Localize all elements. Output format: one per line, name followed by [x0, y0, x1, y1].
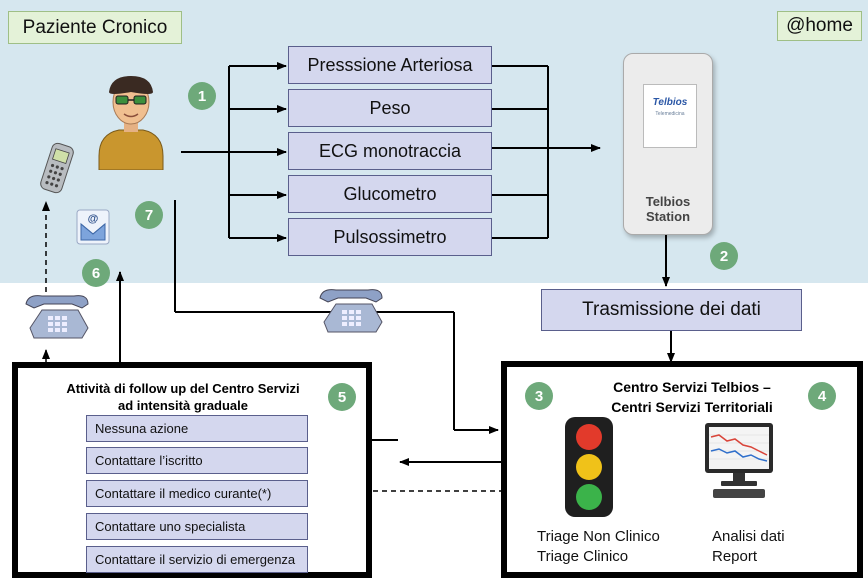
mobile-phone-icon [40, 142, 74, 194]
device-pulse-oximeter: Pulsossimetro [288, 218, 492, 256]
followup-item-contact-emergency: Contattare il servizio di emergenza [86, 546, 308, 573]
followup-item-contact-member: Contattare l’iscritto [86, 447, 308, 474]
device-weight: Peso [288, 89, 492, 127]
triage-line1: Triage Non Clinico [537, 528, 660, 545]
step-badge-3: 3 [525, 382, 553, 410]
patient-label: Paziente Cronico [8, 11, 182, 44]
followup-item-contact-specialist: Contattare uno specialista [86, 513, 308, 540]
center-title-line2: Centri Servizi Territoriali [611, 399, 773, 415]
followup-title-line2: ad intensità graduale [117, 398, 249, 413]
step-badge-1: 1 [188, 82, 216, 110]
station-label-line1: Telbios [645, 194, 691, 209]
step-badge-7: 7 [135, 201, 163, 229]
step-badge-4: 4 [808, 382, 836, 410]
step-badge-5: 5 [328, 383, 356, 411]
analysis-line1: Analisi dati [712, 528, 785, 545]
center-title-line1: Centro Servizi Telbios – [613, 379, 771, 395]
telephone-icon [25, 295, 89, 339]
device-ecg: ECG monotraccia [288, 132, 492, 170]
svg-text:@: @ [88, 213, 99, 225]
email-icon: @ [76, 209, 110, 245]
followup-title-line1: Attività di follow up del Centro Servizi [66, 381, 300, 396]
analysis-line2: Report [712, 548, 758, 565]
device-blood-pressure: Presssione Arteriosa [288, 46, 492, 84]
service-center-panel: Centro Servizi Telbios – Centri Servizi … [501, 361, 863, 578]
home-label: @home [777, 11, 862, 41]
center-title: Centro Servizi Telbios – Centri Servizi … [567, 377, 817, 417]
triage-caption: Triage Non Clinico Triage Clinico [537, 527, 687, 567]
followup-item-contact-doctor: Contattare il medico curante(*) [86, 480, 308, 507]
station-label: Telbios Station [624, 194, 712, 224]
analytics-monitor-icon [705, 423, 773, 498]
station-screen-brand: Telbios [652, 97, 688, 108]
device-glucometer: Glucometro [288, 175, 492, 213]
telbios-station-device: Telbios Telemedicina Telbios Station [623, 53, 713, 235]
traffic-light-icon [565, 417, 613, 517]
transmission-box: Trasmissione dei dati [541, 289, 802, 331]
telephone-icon [319, 289, 383, 333]
station-screen-sub: Telemedicina [655, 111, 685, 117]
triage-line2: Triage Clinico [537, 548, 629, 565]
patient-avatar-icon [98, 76, 164, 170]
station-label-line2: Station [645, 209, 691, 224]
step-badge-6: 6 [82, 259, 110, 287]
followup-title: Attività di follow up del Centro Servizi… [58, 380, 308, 414]
station-screen: Telbios Telemedicina [643, 84, 697, 148]
analysis-caption: Analisi dati Report [712, 527, 832, 567]
step-badge-2: 2 [710, 242, 738, 270]
followup-item-no-action: Nessuna azione [86, 415, 308, 442]
